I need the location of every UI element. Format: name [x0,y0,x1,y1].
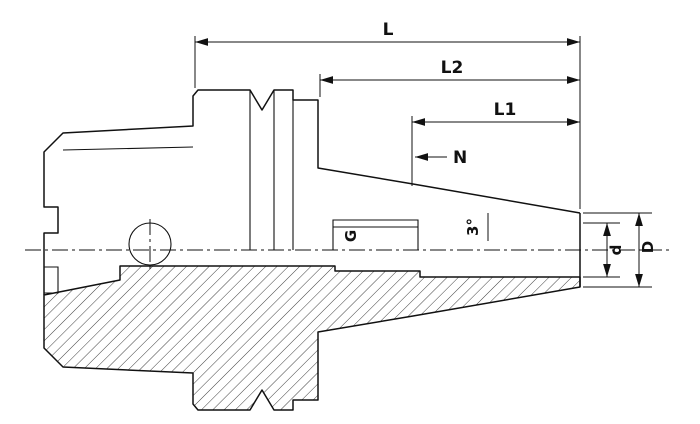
dim-label-D: D [639,241,657,253]
thread-label-g: G [342,230,360,242]
dim-label-n: N [453,148,467,168]
dim-label-l2: L2 [441,58,464,78]
thread-zone-outline [332,219,419,250]
dim-label-d: d [607,245,625,256]
dim-label-l1: L1 [494,100,517,120]
upper-profile [43,89,581,250]
dim-label-l: L [383,20,394,40]
section-hatch [43,265,581,411]
shank-inner-taper-line [62,146,194,151]
drive-slot-notch [44,266,59,294]
taper-angle-label: 3° [464,218,482,236]
